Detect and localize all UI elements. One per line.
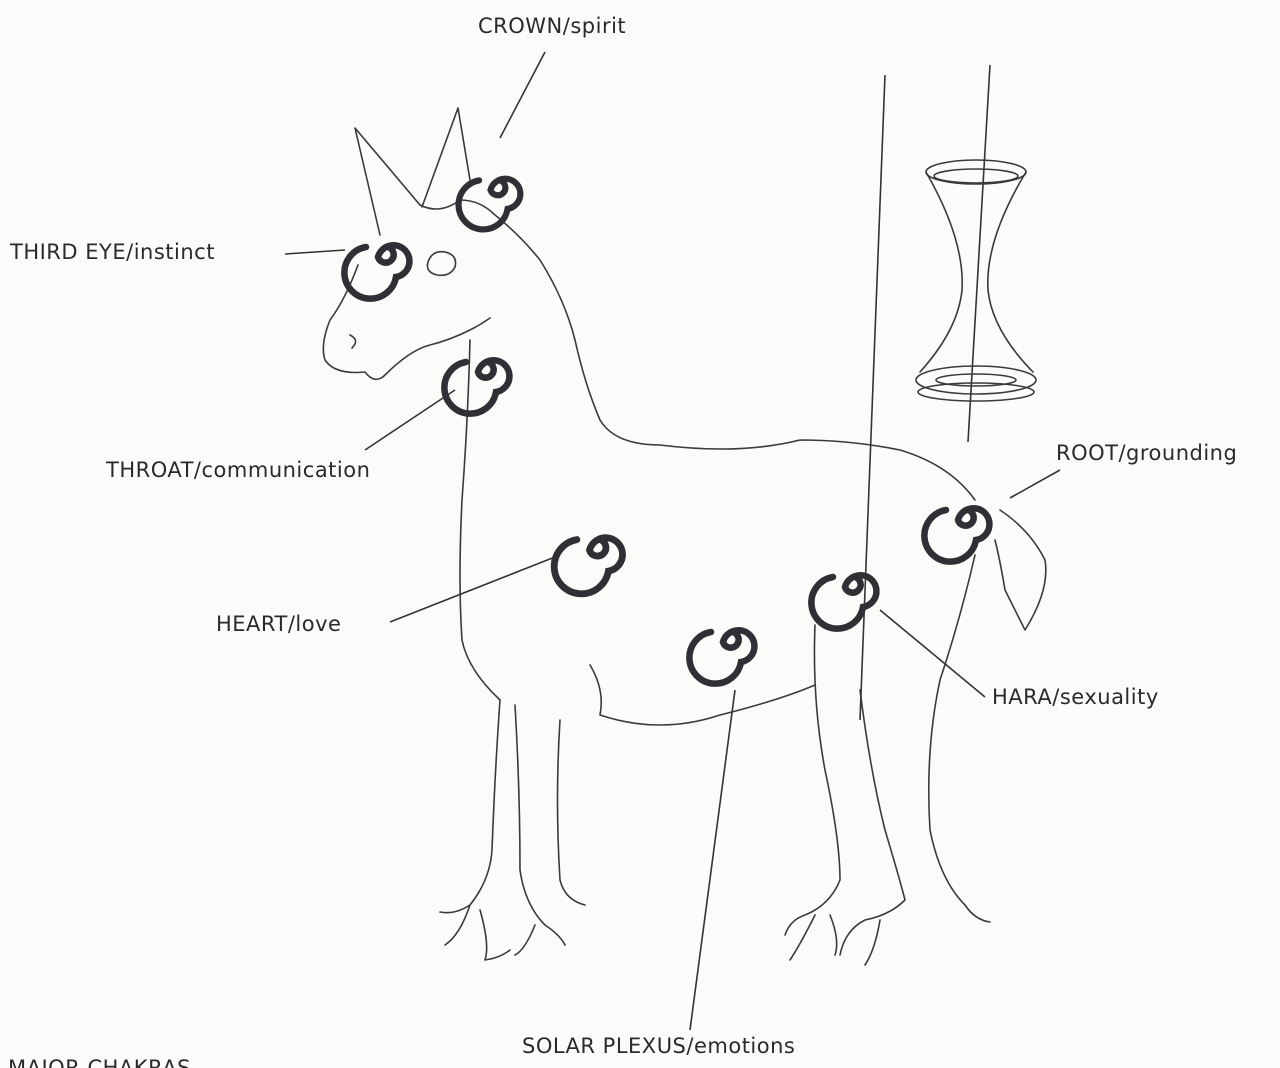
third-eye-leader: [285, 250, 345, 254]
eye: [427, 252, 455, 276]
energy-vortex-figure: [916, 160, 1036, 401]
diagram-caption: MAJOR CHAKRAS: [8, 1057, 191, 1068]
hara-label: HARA/sexuality: [992, 685, 1159, 709]
heart-label: HEART/love: [216, 612, 341, 636]
nostril: [350, 335, 356, 348]
throat-label: THROAT/communication: [106, 458, 370, 482]
throat-leader: [365, 390, 455, 450]
third-eye-label: THIRD EYE/instinct: [10, 240, 215, 264]
rear-leg-1: [785, 625, 840, 960]
left-ear: [355, 128, 420, 235]
vertical-line-left: [860, 75, 885, 720]
front-leg-1: [440, 700, 510, 960]
llama-figure: [323, 108, 1046, 965]
third-eye-spiral: [344, 245, 409, 298]
root-spiral: [924, 508, 989, 561]
front-leg-3: [558, 720, 586, 905]
crown-spiral: [459, 179, 521, 230]
root-label: ROOT/grounding: [1056, 441, 1237, 465]
heart-spiral: [554, 538, 622, 594]
rear-leg-2: [840, 690, 905, 965]
heart-leader: [390, 555, 560, 622]
hara-spiral: [811, 575, 876, 628]
solar-plexus-leader: [690, 690, 735, 1030]
hara-leader: [880, 610, 985, 697]
head-outline: [420, 200, 975, 500]
solar-plexus-label: SOLAR PLEXUS/emotions: [522, 1034, 795, 1058]
root-leader: [1010, 470, 1060, 498]
throat-spiral: [444, 360, 509, 413]
chakra-spirals: [344, 179, 989, 684]
belly-outline: [590, 665, 815, 725]
crown-leader: [500, 52, 545, 138]
rear-leg-3: [929, 555, 990, 922]
solar-plexus-spiral: [689, 630, 754, 683]
leader-lines: [285, 52, 1060, 1030]
crown-label: CROWN/spirit: [478, 14, 626, 38]
tail: [995, 510, 1046, 630]
